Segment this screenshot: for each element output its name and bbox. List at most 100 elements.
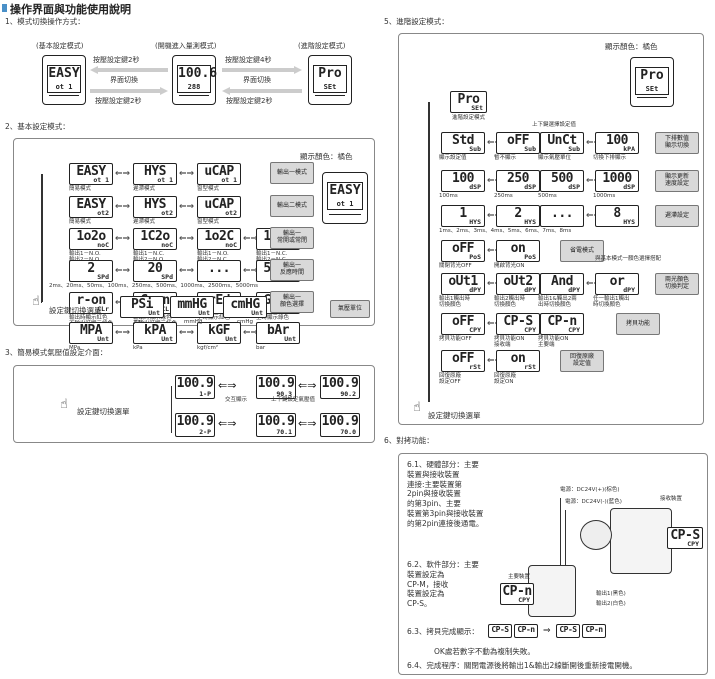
s2-r2-button[interactable]: 輸出二模式 <box>270 195 314 217</box>
s5-r3-label: 1ms、2ms、3ms、4ms、5ms、6ms、7ms、8ms <box>439 228 572 234</box>
s5-r6-button[interactable]: 拷貝功能 <box>616 313 660 335</box>
s2-r2-label-0: 簡易模式 <box>69 219 92 225</box>
s5-r2-label-0: 100ms <box>439 193 458 199</box>
s2-r5-label-3: 全時顯示綠色 <box>256 315 290 321</box>
s3-rail <box>171 386 172 433</box>
s2-r4-label: 2ms、20ms、50ms、100ms、250ms、500ms、1000ms、2… <box>49 283 258 289</box>
s2-r2-label-1: 遲滯模式 <box>133 219 156 225</box>
s6-arrow-icon: ⇒ <box>543 626 551 636</box>
s5-r3-display-2: ... <box>540 205 584 227</box>
s5-r7-label-1: 回復原廠 設定ON <box>494 373 517 386</box>
s2-r1-arrow-0: ⇐⇒ <box>115 169 131 179</box>
s2-r5-label-2: 全時顯示紅色 <box>197 315 231 321</box>
s5-r1-above: 上下鍵選擇設定值 <box>532 122 577 128</box>
s2-r4-button[interactable]: 輸出一 反應時間 <box>270 259 314 281</box>
s2-left-rail <box>41 174 43 302</box>
arrow-label-5: 界面切換 <box>243 76 271 84</box>
s5-menu-label: 設定鍵切換選單 <box>428 411 481 420</box>
s5-r2-label-3: 1000ms <box>593 193 616 199</box>
s5-r4-button[interactable]: 省電模式 <box>560 240 604 262</box>
s5-r6-label-1: 拷貝功能ON 接收端 <box>494 336 525 349</box>
s2-r4-arrow-2: ⇐⇒ <box>243 266 259 276</box>
s2-r2-arrow-1: ⇐⇒ <box>179 202 195 212</box>
s6-c2: CP-n <box>514 624 538 638</box>
s5-r6-label-2: 拷貝功能ON 主要端 <box>538 336 569 349</box>
s2-r7-button[interactable]: 氣壓單位 <box>330 300 370 318</box>
s2-display-color: 顯示顏色：橘色 <box>300 152 353 161</box>
s2-r4-display-2: ... <box>197 260 241 282</box>
s3-swap-icon-4: ⇐⇒ <box>298 417 317 430</box>
s6-p63: 6.3、拷貝完成顯示： <box>407 627 479 636</box>
s2-r5-button[interactable]: 輸出一 顏色選擇 <box>270 291 314 313</box>
s6-out2: 輸出2(白色) <box>596 601 626 607</box>
connector <box>580 520 612 550</box>
s5-r1-arrow-0: ⇐⇒ <box>487 138 503 148</box>
s5-r2-arrow-0: ⇐⇒ <box>487 176 503 186</box>
s2-r1-label-2: 窗型模式 <box>197 186 220 192</box>
s3-left-rail <box>41 302 42 303</box>
s3-alt-label: 交互顯示 <box>225 397 248 403</box>
s5-r7-label-0: 回復原廠 設定OFF <box>439 373 462 386</box>
s2-menu-label: 設定鍵切換選單 <box>49 306 102 315</box>
s2-r6-label-0: MPa <box>69 345 81 351</box>
s5-r2-label-2: 500ms <box>538 193 557 199</box>
s6-p62: 6.2、軟件部分：主要 裝置設定為 CP-M，接收 裝置設定為 CP-S。 <box>407 560 479 608</box>
s2-r3-arrow-1: ⇐⇒ <box>179 234 195 244</box>
s5-r5-button[interactable]: 兩光顏色 切換判定 <box>655 273 699 295</box>
s5-heading: 5、進階設定模式： <box>384 17 449 26</box>
s5-r1-label-2: 顯示氣壓單位 <box>538 155 572 161</box>
s5-r5-label-3: 任一輸出1觸出 時切換顏色 <box>593 296 630 309</box>
s5-r4-label-1: 開啟背光ON <box>494 263 525 269</box>
s2-heading: 2、基本設定模式： <box>5 122 70 131</box>
s2-r2-label-2: 窗型模式 <box>197 219 220 225</box>
s5-r2-arrow-2: ⇐⇒ <box>586 176 602 186</box>
s5-panel <box>398 33 704 425</box>
s5-r3-button[interactable]: 遲滯設定 <box>655 205 699 227</box>
s6-c3: CP-S <box>556 624 580 638</box>
s6-c4: CP-n <box>582 624 606 638</box>
s2-r7-label-2: cmHg <box>237 319 254 325</box>
s2-r6-arrow-1: ⇐⇒ <box>179 328 195 338</box>
s2-r1-label-0: 簡易模式 <box>69 186 92 192</box>
recv-device <box>610 508 672 574</box>
s5-r4-label-0: 關閉背光OFF <box>439 263 472 269</box>
s5-r2-button[interactable]: 顯示更新 速度設定 <box>655 170 699 192</box>
s2-panel <box>13 138 375 326</box>
s2-r6-label-2: kgf/cm² <box>197 345 219 351</box>
s5-r1-button[interactable]: 下排數值 顯示切換 <box>655 132 699 154</box>
s6-p64: 6.4、完成程序：關閉電源後將輸出1&輸出2線斷開後重新接電開機。 <box>407 661 637 670</box>
main-device <box>528 565 576 617</box>
s5-display-color: 顯示顏色：橘色 <box>605 42 658 51</box>
s5-r7-button[interactable]: 回復原廠 設定值 <box>560 350 604 372</box>
s2-r3-button[interactable]: 輸出一 常開或常閉 <box>270 227 314 249</box>
setting-key-icon-s2: ☝ <box>32 294 40 309</box>
s5-r5-arrow-2: ⇐⇒ <box>586 279 602 289</box>
s2-r1-button[interactable]: 輸出一模式 <box>270 162 314 184</box>
